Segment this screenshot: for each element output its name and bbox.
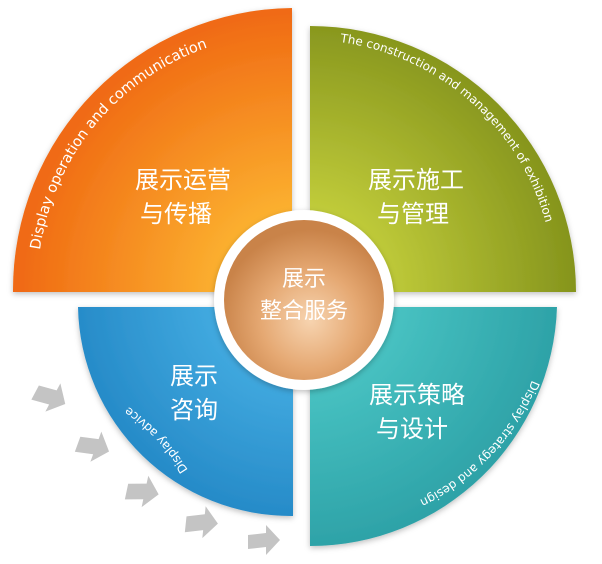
label-bottom-right-line1: 展示策略 — [369, 381, 465, 409]
center-label-line2: 整合服务 — [260, 299, 348, 324]
label-top-right-line2: 与管理 — [377, 200, 449, 228]
gray-chevron-arrow-icon — [248, 525, 280, 555]
gray-chevron-arrow-icon — [74, 431, 110, 462]
quadrant-top-left — [12, 8, 292, 292]
center-circle — [224, 220, 384, 380]
gray-chevron-arrow-icon — [184, 506, 218, 539]
label-bottom-right-line2: 与设计 — [376, 415, 448, 443]
quadrant-top-right — [310, 26, 576, 292]
quadrant-bottom-right — [310, 307, 557, 547]
gray-chevron-arrow-icon — [31, 383, 66, 412]
label-top-left-line1: 展示运营 — [135, 166, 231, 194]
label-bottom-left-line2: 咨询 — [170, 396, 218, 424]
center-label-line1: 展示 — [282, 267, 326, 292]
label-top-right-line1: 展示施工 — [368, 166, 464, 194]
label-top-left-line2: 与传播 — [140, 200, 212, 228]
decorative-arrows — [31, 383, 280, 555]
gray-chevron-arrow-icon — [124, 475, 159, 508]
label-bottom-left-line1: 展示 — [170, 362, 218, 390]
